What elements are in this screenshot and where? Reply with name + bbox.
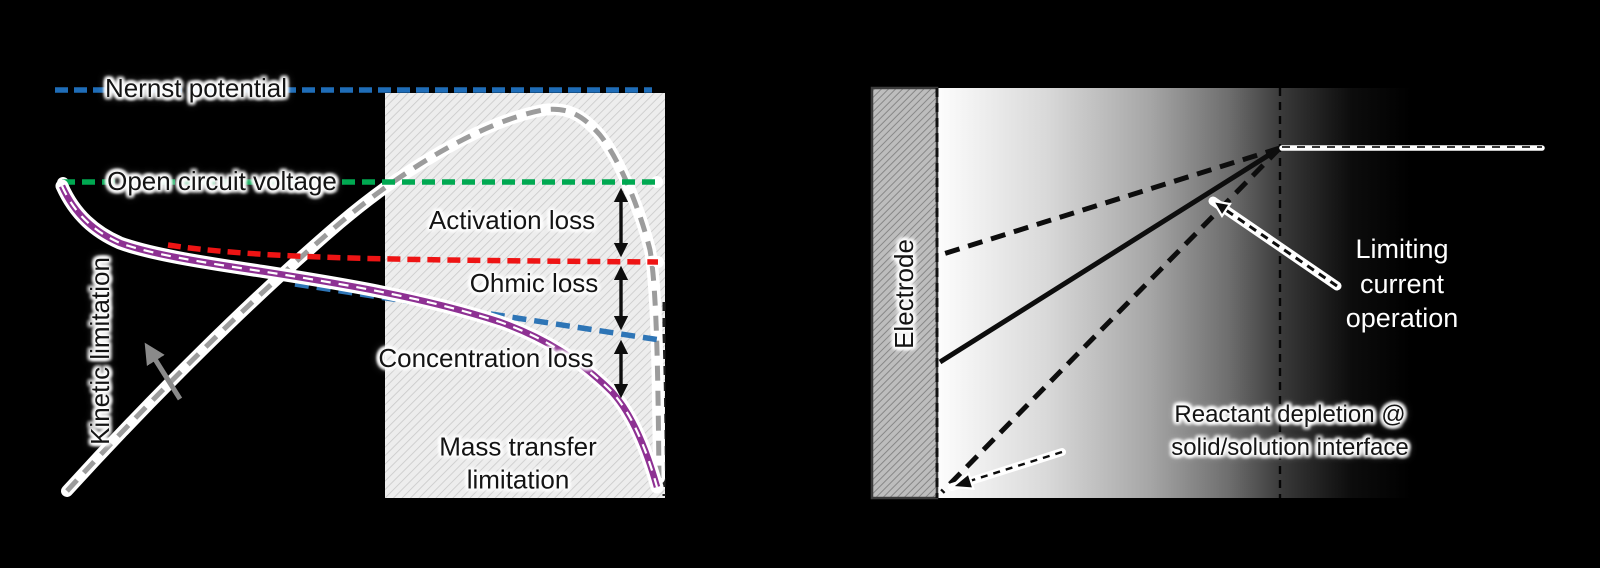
concentration-profile-plot	[870, 86, 1545, 500]
power-curve-pointer-arrow	[144, 342, 183, 401]
electrode-bar	[870, 86, 939, 500]
polarization-curve	[59, 184, 661, 488]
depletion-arrowhead	[949, 471, 975, 490]
profile-low-current	[939, 145, 1281, 258]
ocv-endcap-right	[651, 176, 663, 188]
power-curve	[65, 106, 662, 493]
limiting-arrowhead	[1210, 199, 1232, 219]
activation-extrapolation-line	[167, 242, 659, 265]
solution-gradient-region	[937, 88, 1545, 498]
limiting-arrow	[1216, 202, 1338, 288]
polarization-plot	[55, 87, 666, 498]
profile-mid-current	[938, 145, 1282, 365]
depletion-arrow	[959, 450, 1063, 486]
